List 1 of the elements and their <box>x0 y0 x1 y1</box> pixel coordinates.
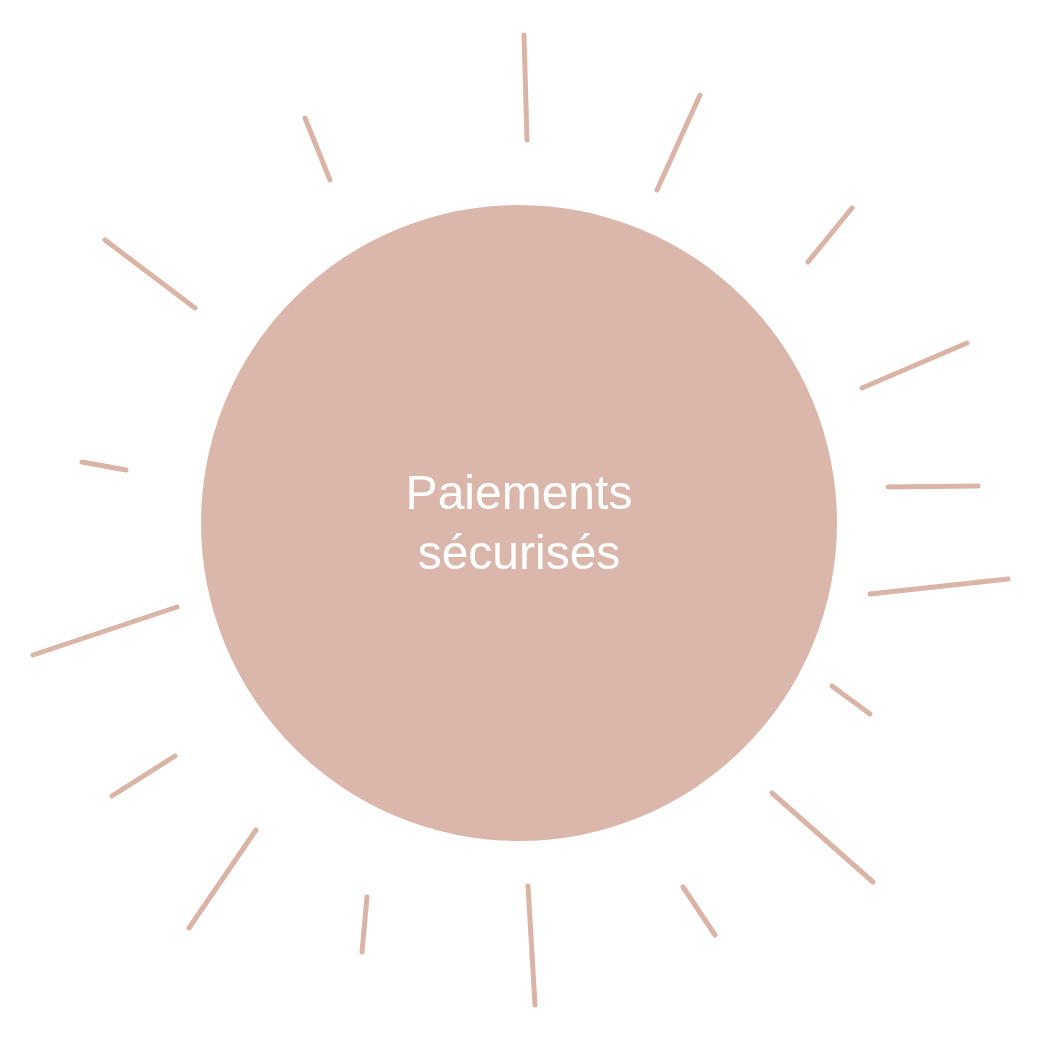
node-label: Paiements sécurisés <box>404 465 634 581</box>
